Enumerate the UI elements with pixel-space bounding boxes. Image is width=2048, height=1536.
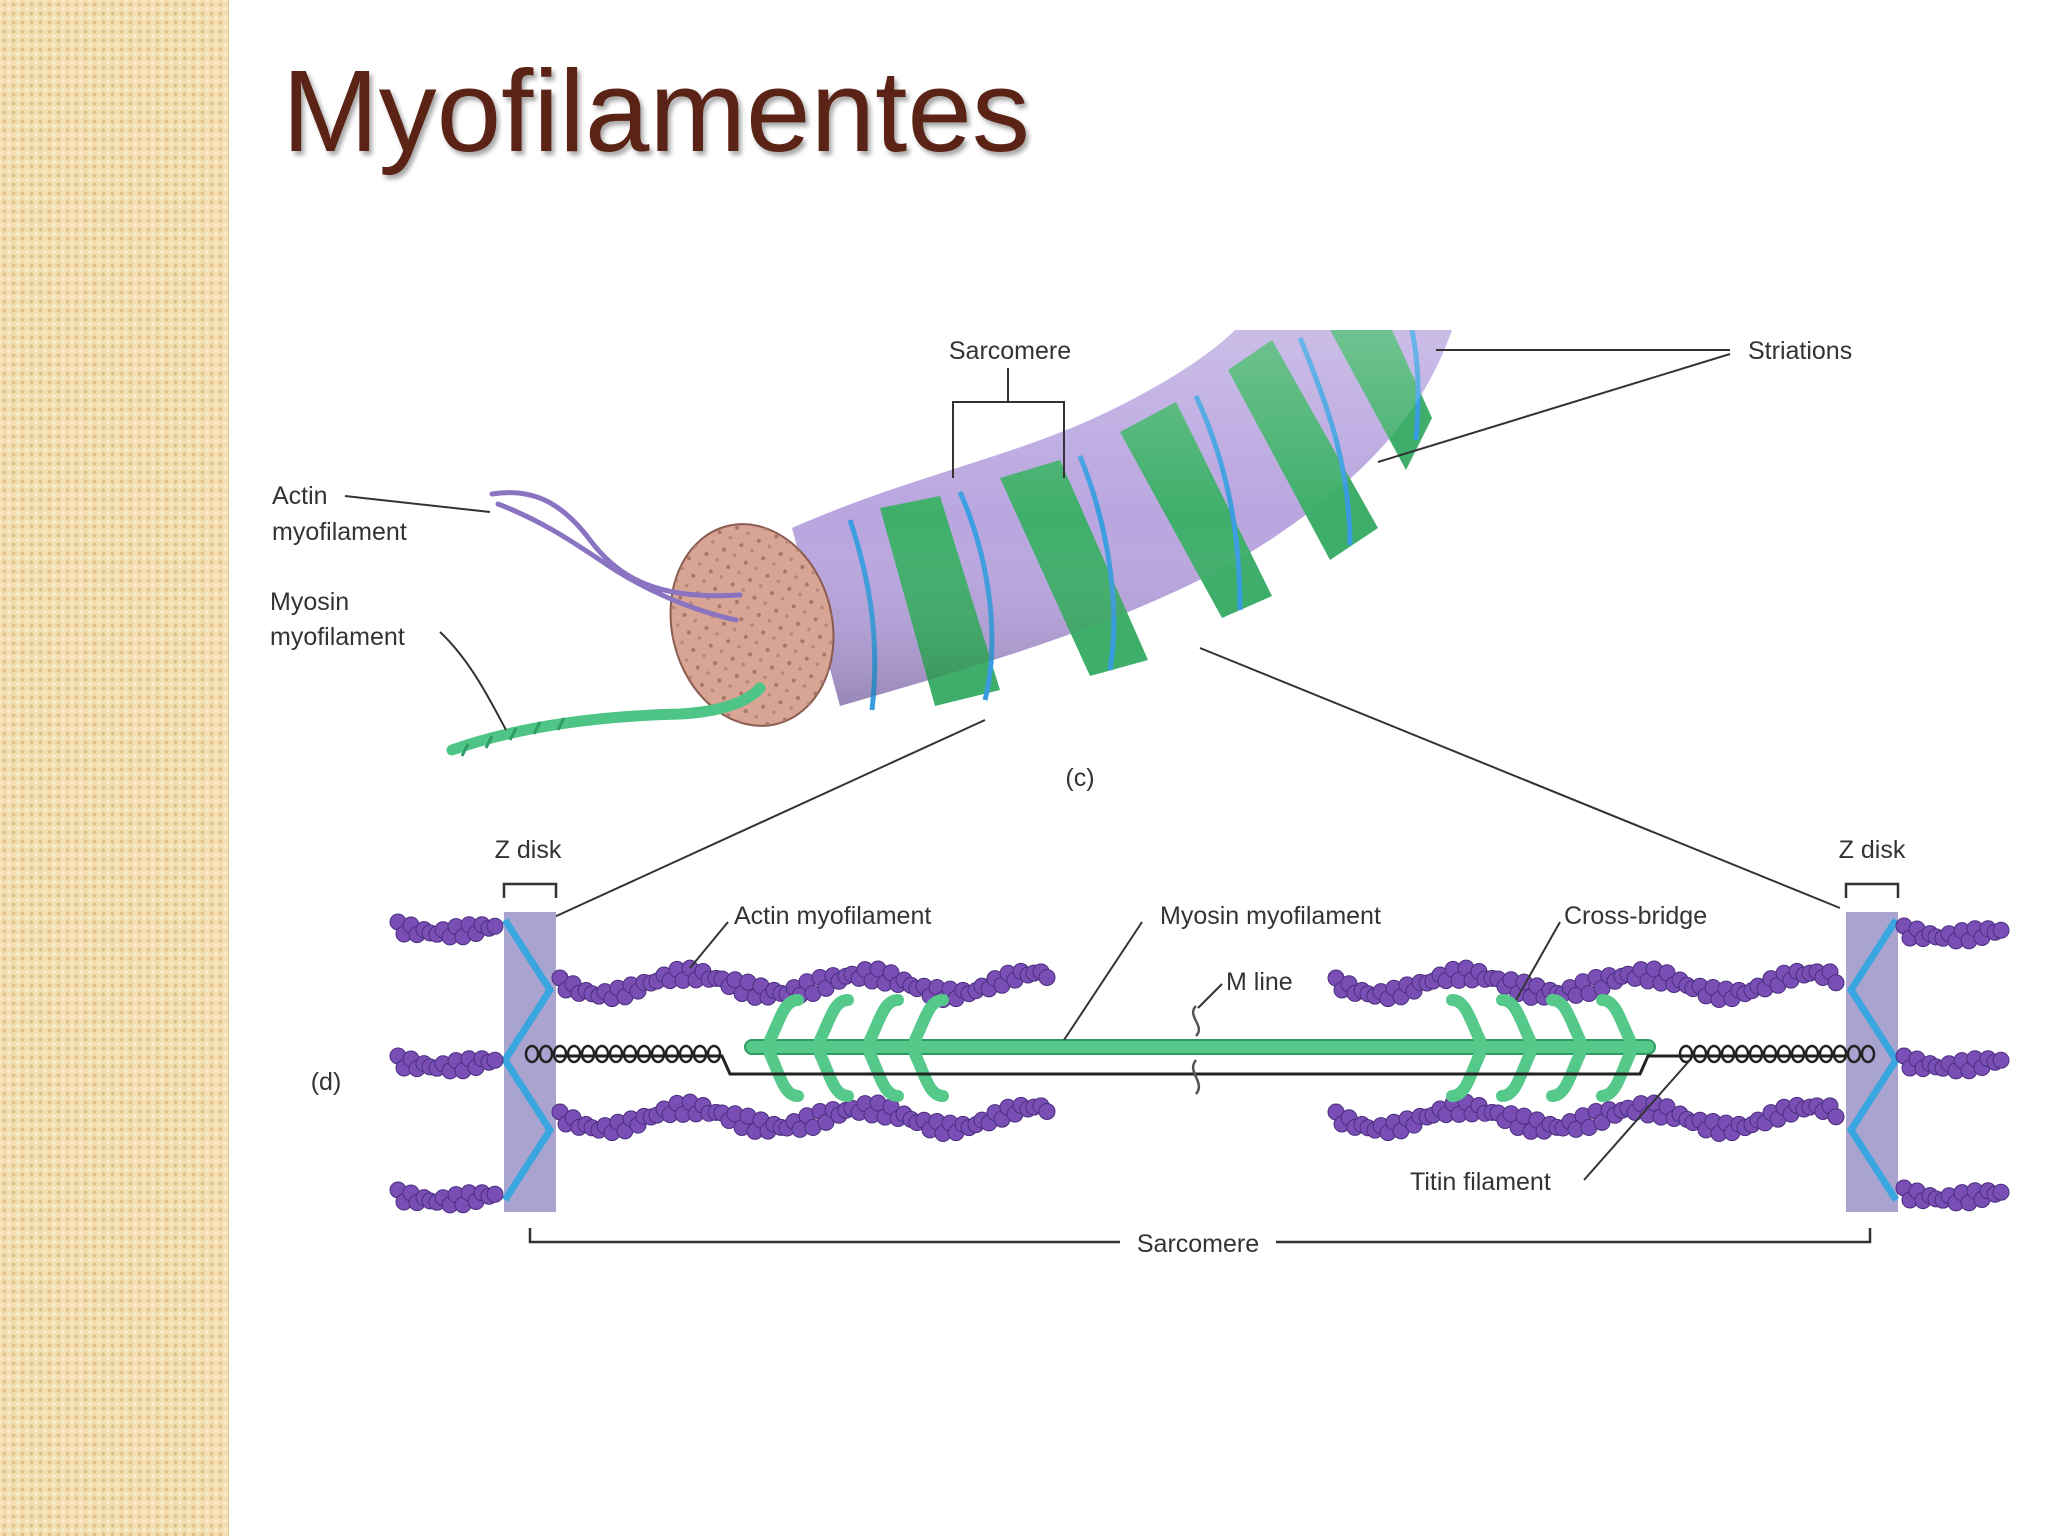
actin-strand-c xyxy=(489,490,743,623)
m-line xyxy=(1191,1005,1201,1095)
titin-coil-right xyxy=(1678,1044,1876,1064)
z-line-left xyxy=(500,918,555,1202)
panel-label-d: (d) xyxy=(311,1068,342,1096)
z-line-right xyxy=(1846,918,1901,1202)
cross-bridge-head xyxy=(814,1048,854,1102)
cross-bridge-head xyxy=(1496,994,1536,1046)
titin-connector xyxy=(556,1054,1846,1076)
label-titin-filament: Titin filament xyxy=(1410,1168,1551,1196)
actin-inner-right-bottom xyxy=(1327,1093,1845,1143)
label-actin-line1: Actin xyxy=(272,482,328,510)
cross-bridge-head xyxy=(764,994,804,1046)
label-sarcomere-d: Sarcomere xyxy=(1137,1230,1259,1258)
cross-bridge-head xyxy=(1596,994,1636,1046)
cross-bridge-head xyxy=(814,994,854,1046)
actin-stub-right-middle xyxy=(1895,1047,2010,1080)
label-myosin-line2: myofilament xyxy=(270,623,405,651)
cross-bridges xyxy=(764,994,1636,1102)
cross-bridge-head xyxy=(764,1048,804,1102)
label-m-line: M line xyxy=(1226,968,1293,996)
decorative-side-band xyxy=(0,0,229,1536)
actin-stub-right-top xyxy=(1895,917,2010,950)
cross-bridge-head xyxy=(1446,1048,1486,1102)
cross-bridge-head xyxy=(1596,1048,1636,1102)
titin-coil-left xyxy=(524,1044,722,1064)
actin-stub-left-middle xyxy=(389,1047,504,1080)
cross-bridge-head xyxy=(1546,994,1586,1046)
label-sarcomere-c: Sarcomere xyxy=(949,337,1071,365)
zoom-lines xyxy=(551,647,1841,919)
label-actin-line2: myofilament xyxy=(272,518,407,546)
panel-label-c: (c) xyxy=(1065,764,1094,792)
cross-bridge-head xyxy=(1546,1048,1586,1102)
myosin-thick-filament xyxy=(744,994,1656,1102)
panel-d-leader-lines xyxy=(689,921,1691,1181)
label-myosin-myofilament: Myosin myofilament xyxy=(1160,902,1381,930)
label-cross-bridge: Cross-bridge xyxy=(1564,902,1707,930)
actin-inner-left-bottom xyxy=(551,1093,1056,1143)
label-z-disk-left: Z disk xyxy=(495,836,562,864)
cross-bridge-head xyxy=(864,1048,904,1102)
label-striations: Striations xyxy=(1748,337,1852,365)
actin-stub-left-top xyxy=(389,913,504,946)
label-myosin-line1: Myosin xyxy=(270,588,349,616)
label-z-disk-right: Z disk xyxy=(1839,836,1906,864)
slide-title: Myofilamentes xyxy=(282,46,1030,176)
myofilament-figure: Sarcomere Striations Actin myofilament M… xyxy=(232,329,2048,1290)
panel-d-sarcomere: Z disk Z disk Actin myofilament Myosin m… xyxy=(311,836,2010,1258)
cross-bridge-head xyxy=(864,994,904,1046)
cross-bridge-head xyxy=(1496,1048,1536,1102)
sarcomere-bracket xyxy=(528,1228,1872,1244)
titin-filaments xyxy=(524,1044,1876,1064)
actin-stub-left-bottom xyxy=(389,1181,504,1214)
myosin-strand-c xyxy=(446,682,766,756)
actin-stub-right-bottom xyxy=(1895,1179,2010,1212)
cross-bridge-head xyxy=(909,994,949,1046)
panel-c-muscle-fiber: Sarcomere Striations Actin myofilament M… xyxy=(270,329,1852,792)
actin-inner-right-top xyxy=(1327,959,1845,1009)
actin-filaments xyxy=(389,913,2010,1214)
cross-bridge-head xyxy=(1446,994,1486,1046)
cross-bridge-head xyxy=(909,1048,949,1102)
panel-c-leader-lines xyxy=(344,349,1731,731)
label-actin-myofilament: Actin myofilament xyxy=(734,902,931,930)
